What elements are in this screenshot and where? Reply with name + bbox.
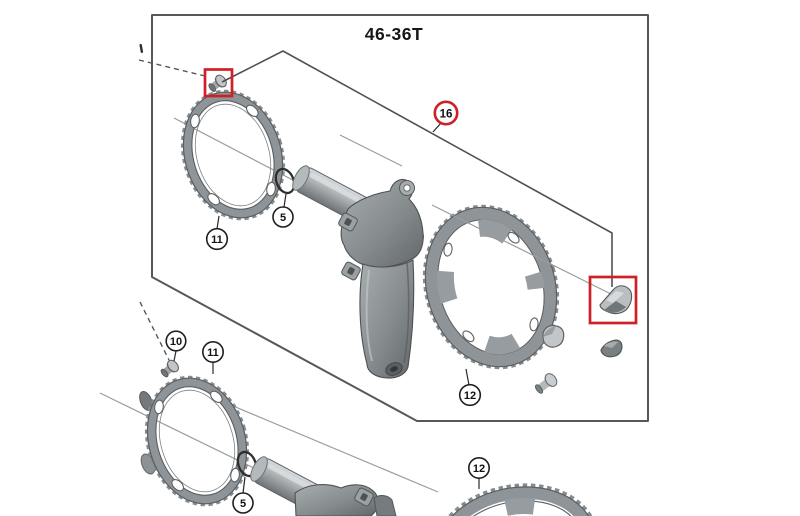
part-16-bubble: 16 [432,100,459,133]
axis-line-to-bolt [431,204,614,296]
spider-tab [338,212,358,232]
lower-assembly: 10 11 5 12 [139,301,599,516]
callout-5-upper: 5 [272,193,294,228]
diagram-title: 46-36T [365,24,423,44]
chainring-bolt-part [542,324,565,348]
chainring-46t-lower [431,483,599,516]
callout-12-upper: 12 [458,368,482,407]
svg-text:10: 10 [170,336,182,348]
spider-tab [341,261,361,281]
upper-assembly: 11 5 12 [180,74,633,407]
chainring-36t-upper [180,89,286,221]
dashed-leader-upper [138,59,206,77]
callout-11-upper: 11 [205,215,229,251]
svg-text:16: 16 [440,109,453,121]
svg-text:11: 11 [207,347,219,359]
chainring-bolt-16-left [208,74,227,92]
highlight-box-right-bolt [588,275,638,325]
axis-line-upper-2 [339,134,403,167]
chainring-bolt-part [600,339,623,358]
callout-5-lower: 5 [232,476,254,514]
svg-text:11: 11 [211,234,223,246]
dashed-leader-lower [139,301,170,361]
chainring-bolt-part [535,373,558,394]
svg-text:5: 5 [280,212,286,224]
panel-frame [151,14,649,422]
chainring-36t-lower [144,375,250,507]
svg-text:12: 12 [473,463,485,475]
highlight-box-left-bolt [203,68,234,98]
bolt-10-icon [160,359,179,378]
axis-line-lower [99,392,263,473]
part-16-bracket [221,50,613,287]
axis-line-lower-2 [225,402,439,493]
svg-text:12: 12 [464,390,476,402]
chainring-46t-upper [422,204,560,370]
callout-10: 10 [165,330,187,362]
crank-bottom-boss [385,362,403,376]
leader-fragment [139,43,144,53]
chainring-bolt-16-right [599,285,633,315]
o-ring-upper [274,167,296,195]
crank-arm-lower [294,484,397,516]
callout-12-lower: 12 [467,456,490,489]
axis-line-upper [173,117,311,190]
callout-11-lower: 11 [202,340,225,374]
svg-text:5: 5 [240,498,246,510]
crank-arm-upper [338,178,424,379]
